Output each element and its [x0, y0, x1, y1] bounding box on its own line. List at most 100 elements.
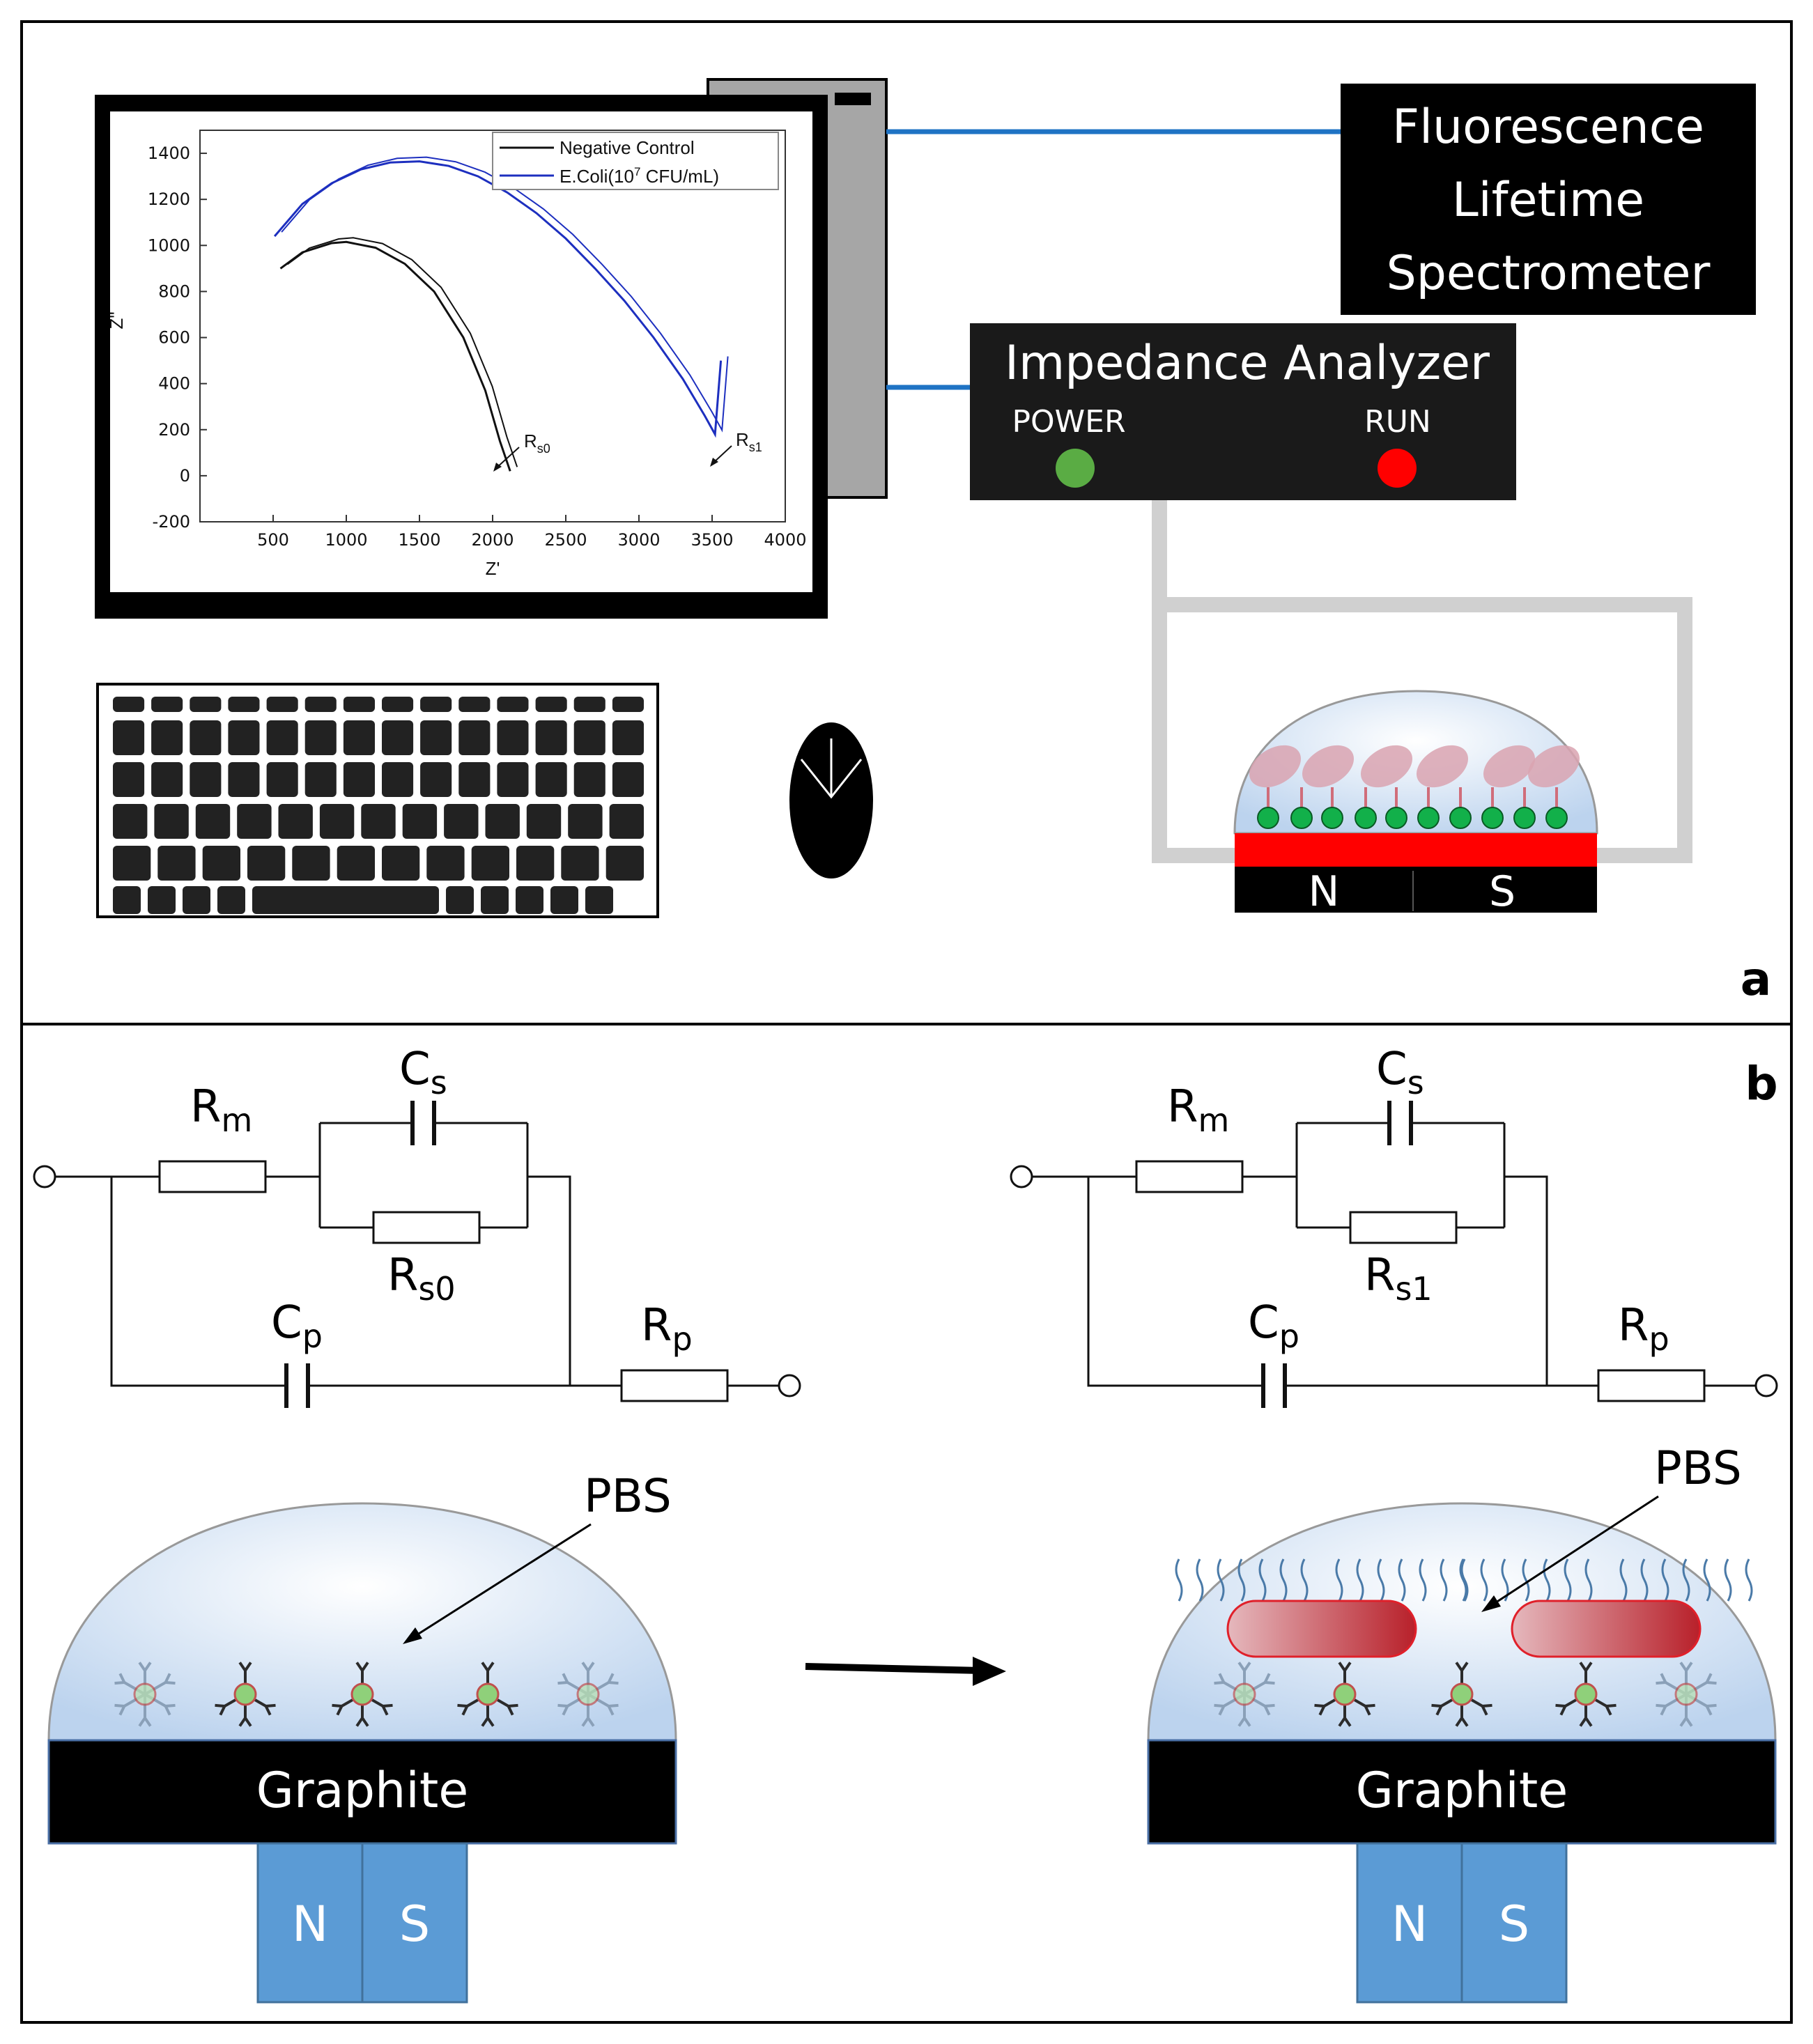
antibody-arm	[114, 1703, 125, 1708]
cs-left-sub: s	[431, 1064, 447, 1101]
y-tick-label: 600	[158, 328, 190, 348]
flagellum	[1745, 1558, 1753, 1602]
flagellum	[1619, 1558, 1628, 1602]
electrode-right-pbs-arrow	[1489, 1495, 1659, 1608]
label-rp-left: Rp	[641, 1300, 693, 1358]
antibody-arm	[238, 1717, 247, 1727]
cell-bacteria-cluster	[1361, 745, 1412, 788]
antibody-arm	[1263, 1673, 1271, 1683]
legend-label-ecoli: E.Coli(107 CFU/mL)	[560, 165, 719, 187]
keyboard-key	[266, 720, 298, 755]
electrode-right-graphite-label: Graphite	[1356, 1762, 1568, 1819]
flagellum	[1300, 1558, 1309, 1602]
cell-bacteria-cluster	[1528, 745, 1580, 788]
cell-bacteria-cluster	[1302, 745, 1354, 788]
keyboard-key	[550, 886, 578, 914]
flagellum	[1480, 1558, 1488, 1602]
fluorescence-box	[1341, 84, 1756, 315]
electrode-left-magnet-n: N	[292, 1896, 328, 1953]
antibody-arm	[1679, 1717, 1688, 1727]
rs-right-letter: R	[1364, 1250, 1395, 1301]
keyboard-key	[361, 804, 396, 839]
antibody-arm	[1338, 1662, 1346, 1672]
sensor-cell: N S	[1233, 690, 1598, 916]
keyboard-key	[113, 720, 145, 755]
x-axis-label: Z'	[486, 558, 500, 579]
flagellum	[1196, 1558, 1204, 1602]
flagellum	[1258, 1558, 1267, 1602]
circuit-left-terminal-out	[778, 1374, 801, 1397]
rp-right-sub: p	[1649, 1320, 1669, 1358]
flagellum	[1564, 1558, 1572, 1602]
chart-legend: Negative Control E.Coli(107 CFU/mL)	[492, 132, 779, 190]
antibody-arm	[587, 1717, 595, 1727]
tower-slot	[835, 93, 871, 105]
keyboard-key	[573, 697, 605, 712]
antibody-arm	[138, 1662, 146, 1672]
flagellum	[1356, 1558, 1364, 1602]
electrode-right-pbs-label: PBS	[1654, 1441, 1742, 1495]
cell-bead	[1385, 807, 1407, 829]
cell-magnet-s: S	[1489, 867, 1515, 916]
antibody-arm	[1706, 1703, 1717, 1708]
antibody-arm	[164, 1673, 171, 1683]
keyboard-key	[573, 720, 605, 755]
label-rs-left: Rs0	[387, 1250, 456, 1308]
cell-bead	[1513, 807, 1536, 829]
electrode-left-antibodies	[114, 1662, 619, 1727]
antibody-arm	[1559, 1705, 1567, 1716]
keyboard-key	[516, 886, 543, 914]
antibody-arm	[355, 1717, 364, 1727]
resistor-rp-right	[1597, 1369, 1706, 1402]
antibody-arm	[507, 1705, 514, 1716]
keyboard-body	[96, 683, 659, 918]
keyboard-key	[612, 762, 644, 797]
antibody-arm	[1218, 1705, 1226, 1716]
label-cs-right: Cs	[1376, 1044, 1424, 1101]
keyboard-key	[113, 846, 151, 881]
rp-right-letter: R	[1618, 1300, 1649, 1352]
cell-bead	[1355, 807, 1377, 829]
run-led	[1378, 449, 1417, 488]
keyboard-key	[609, 804, 644, 839]
antibody-arm	[1579, 1717, 1587, 1727]
keyboard-key	[217, 886, 245, 914]
antibody-arm	[1705, 1673, 1713, 1683]
antibody-arm	[244, 1662, 252, 1672]
antibody-arm	[1435, 1705, 1443, 1716]
keyboard-key	[382, 762, 414, 797]
keyboard-keys	[113, 697, 644, 914]
antibody-arm	[1265, 1681, 1275, 1685]
antibody-arm	[1338, 1717, 1346, 1727]
antibody-arm	[486, 1662, 495, 1672]
label-cs-left: Cs	[399, 1044, 447, 1101]
keyboard-key	[426, 846, 465, 881]
fluorescence-line3: Spectrometer	[1387, 246, 1711, 301]
antibody-arm	[1455, 1662, 1463, 1672]
keyboard-key	[183, 886, 210, 914]
bead	[1333, 1682, 1357, 1706]
bacterium-right	[1511, 1600, 1702, 1658]
flagellum	[1724, 1558, 1732, 1602]
series-layer	[273, 156, 729, 472]
bead	[1674, 1682, 1698, 1706]
keyboard-key	[568, 804, 603, 839]
rs0-sub: s0	[537, 442, 550, 456]
wire	[1087, 1175, 1598, 1387]
keyboard-key	[337, 846, 375, 881]
cell-bead	[1417, 807, 1440, 829]
keyboard-key	[573, 762, 605, 797]
antibody-arm	[1481, 1705, 1488, 1716]
antibody-arm	[138, 1717, 146, 1727]
x-tick-label: 500	[257, 530, 289, 550]
rm-left-letter: R	[190, 1081, 221, 1133]
antibody-arm	[361, 1662, 369, 1672]
keyboard-key	[304, 720, 337, 755]
resistor-rm-right	[1135, 1160, 1244, 1193]
keyboard-key	[497, 697, 529, 712]
antibody-arm	[607, 1673, 615, 1683]
keyboard-key	[304, 697, 337, 712]
antibody-arm	[219, 1705, 226, 1716]
mouse-body	[789, 722, 873, 878]
